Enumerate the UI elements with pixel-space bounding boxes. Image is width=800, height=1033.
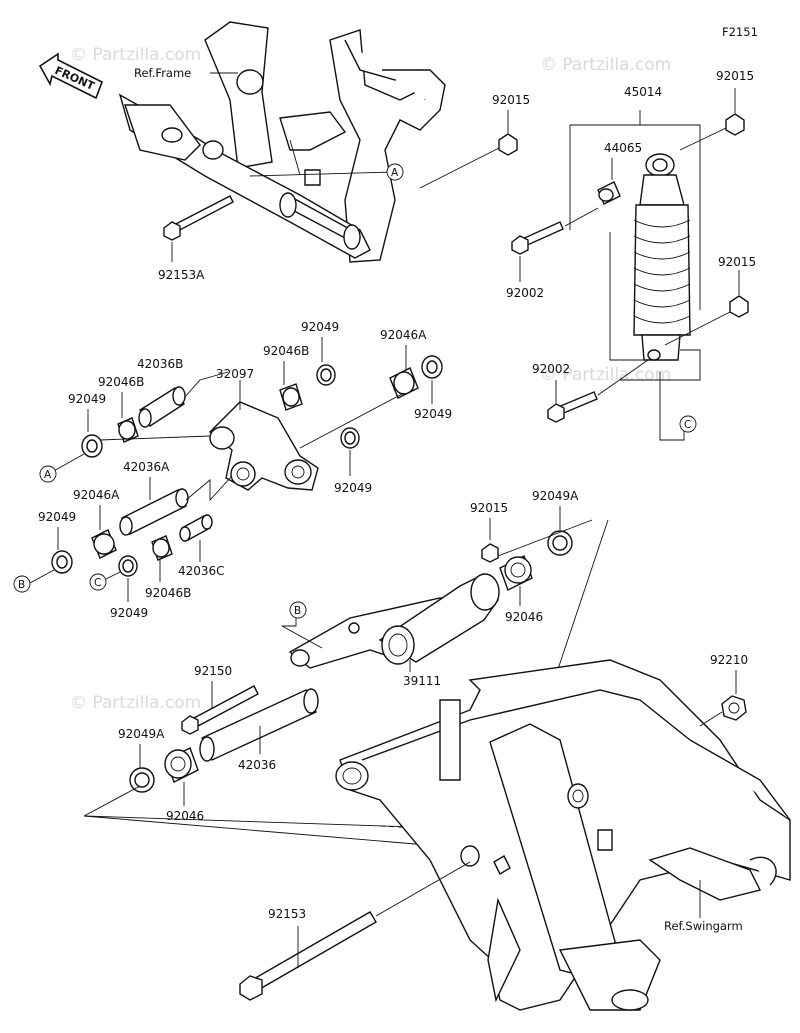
label-92046-center: 92046 (505, 610, 543, 624)
label-92049A-left: 92049A (118, 727, 165, 741)
label-92049-left: 92049 (68, 392, 106, 406)
watermarks: © Partzilla.com © Partzilla.com © Partzi… (70, 45, 671, 713)
label-45014: 45014 (624, 85, 662, 99)
label-92046A-left: 92046A (73, 488, 120, 502)
bolt-92002-upper (511, 207, 599, 282)
bolt-92153 (239, 861, 471, 1001)
callout-b-rocker: B (281, 601, 323, 649)
seal-92049A-left (129, 767, 155, 793)
figure-code: F2151 (722, 25, 758, 39)
seal-92049-top-right (421, 355, 443, 404)
bushing-44065 (597, 181, 621, 205)
label-32097: 32097 (216, 367, 254, 381)
collar-42036 (199, 688, 319, 762)
collar-42036A (119, 488, 189, 536)
ref-frame-label: Ref.Frame (134, 66, 191, 80)
label-92049-top-right: 92049 (414, 407, 452, 421)
bearing-92046-left (164, 747, 199, 806)
seal-92049-b-left (51, 550, 73, 574)
label-92046A-top: 92046A (380, 328, 427, 342)
label-92002-upper: 92002 (506, 286, 544, 300)
nut-92015-frame (419, 110, 518, 189)
seal-92049-center-right (340, 427, 360, 476)
nut-92015-top-right (679, 88, 745, 151)
callout-a-left: A (39, 453, 85, 483)
label-42036A: 42036A (123, 460, 170, 474)
nut-92210 (721, 695, 747, 721)
label-92049A-center: 92049A (532, 489, 579, 503)
label-92015-center: 92015 (470, 501, 508, 515)
label-92015-top-right: 92015 (716, 69, 754, 83)
seal-92049-top (316, 364, 336, 386)
callout-a-frame: A (249, 163, 404, 181)
label-92015-frame: 92015 (492, 93, 530, 107)
label-92210: 92210 (710, 653, 748, 667)
bolt-92150 (181, 685, 259, 735)
frame-assembly (118, 21, 446, 263)
label-92049-center-right: 92049 (334, 481, 372, 495)
callout-b-left-letter: B (18, 579, 25, 591)
label-42036: 42036 (238, 758, 276, 772)
callout-a-frame-letter: A (391, 167, 399, 179)
seal-92049A-center (547, 530, 573, 556)
bolt-92153A (163, 195, 234, 262)
seal-92049-c (118, 555, 138, 602)
label-92046B-lower: 92046B (145, 586, 191, 600)
bearing-92046-center (499, 555, 533, 606)
swingarm (335, 659, 791, 1011)
callout-b-rocker-letter: B (294, 605, 301, 617)
ref-swingarm-label: Ref.Swingarm (664, 919, 743, 933)
bearing-92046B-top (279, 383, 303, 411)
label-92153A: 92153A (158, 268, 205, 282)
callout-c-left-letter: C (94, 577, 101, 589)
collar-42036B (138, 386, 186, 428)
label-92153: 92153 (268, 907, 306, 921)
label-92046B-left: 92046B (98, 375, 144, 389)
bearing-92046A-top (389, 367, 419, 399)
label-92150: 92150 (194, 664, 232, 678)
callout-c-left: C (89, 571, 121, 591)
bolt-92002-lower (547, 359, 649, 423)
label-92046B-top: 92046B (263, 344, 309, 358)
linkage-32097 (208, 380, 319, 491)
rocker-arm-39111 (288, 573, 500, 672)
label-92049-top: 92049 (301, 320, 339, 334)
label-42036C: 42036C (178, 564, 225, 578)
label-92002-lower: 92002 (532, 362, 570, 376)
watermark-1: © Partzilla.com (70, 45, 201, 65)
watermark-4: © Partzilla.com (70, 693, 201, 713)
callout-c-shock-letter: C (684, 419, 691, 431)
label-92049-b-left: 92049 (38, 510, 76, 524)
watermark-2: © Partzilla.com (540, 55, 671, 75)
shock-absorber-45014 (633, 153, 691, 361)
collar-42036C (179, 514, 213, 562)
callout-b-left: B (13, 569, 55, 593)
label-92049-c: 92049 (110, 606, 148, 620)
nut-92015-center (481, 543, 499, 563)
label-44065: 44065 (604, 141, 642, 155)
nut-92015-mid-right (664, 270, 749, 346)
bearing-92046B-lower (151, 535, 173, 582)
bearing-92046A-left (91, 529, 117, 559)
seal-92049-left (81, 434, 103, 458)
label-92046-left: 92046 (166, 809, 204, 823)
callout-c-shock: C (659, 372, 697, 441)
callout-a-left-letter: A (44, 469, 52, 481)
label-42036B: 42036B (137, 357, 183, 371)
label-92015-mid-right: 92015 (718, 255, 756, 269)
label-39111: 39111 (403, 674, 441, 688)
